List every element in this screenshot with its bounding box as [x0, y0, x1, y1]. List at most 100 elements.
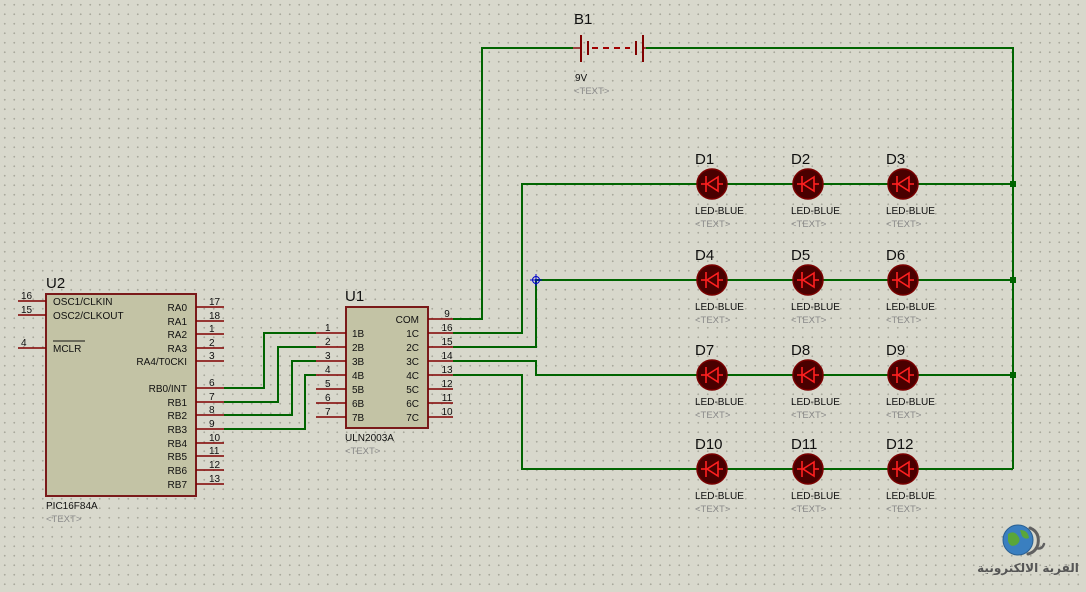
- u1-part: ULN2003A: [345, 433, 394, 444]
- led-body: [792, 453, 824, 485]
- u1-text: <TEXT>: [345, 446, 381, 457]
- u1-pin-label: 3C: [406, 357, 419, 368]
- junction-dot: [1010, 277, 1016, 283]
- led-body: [887, 168, 919, 200]
- led-body: [792, 168, 824, 200]
- u1-pin-label: 4C: [406, 371, 419, 382]
- u1-pin-label: 7B: [352, 413, 365, 424]
- wire-rb2-3b[interactable]: [224, 360, 316, 416]
- u1-pin-number: 14: [441, 351, 453, 362]
- led-text: <TEXT>: [886, 410, 922, 421]
- u1-pin-label: 5C: [406, 385, 419, 396]
- wire-battery-to-rail[interactable]: [646, 47, 1014, 469]
- chip-u2[interactable]: U2 PIC16F84A <TEXT> 16OSC1/CLKIN15OSC2/C…: [18, 275, 224, 525]
- led-text: <TEXT>: [791, 219, 827, 230]
- u2-pin-label: RB6: [168, 466, 188, 477]
- led-ref: D2: [791, 151, 810, 168]
- led-ref: D8: [791, 342, 810, 359]
- u1-pin-label: 2C: [406, 343, 419, 354]
- u2-pin-number: 6: [209, 378, 215, 389]
- u2-pin-label: RA2: [168, 330, 188, 341]
- led-body: [792, 359, 824, 391]
- u2-pin-number: 15: [21, 305, 33, 316]
- led-ref: D11: [791, 436, 817, 453]
- u1-pin-number: 11: [442, 393, 453, 404]
- wire-com-to-battery[interactable]: [453, 47, 573, 320]
- wire-row1[interactable]: [453, 183, 1013, 334]
- wire-row3[interactable]: [453, 360, 1013, 376]
- u2-right-pins: 17RA018RA11RA22RA33RA4/T0CKI6RB0/INT7RB1…: [136, 297, 224, 491]
- u2-pin-number: 13: [209, 474, 221, 485]
- led-part: LED-BLUE: [791, 302, 840, 313]
- led-text: <TEXT>: [886, 504, 922, 515]
- wire-rb1-2b[interactable]: [224, 346, 316, 403]
- led-body: [887, 453, 919, 485]
- chip-u1[interactable]: U1 ULN2003A <TEXT> 11B22B33B44B55B66B77B…: [316, 288, 453, 457]
- led-part: LED-BLUE: [695, 206, 744, 217]
- led-body: [696, 453, 728, 485]
- u2-pin-label: RA3: [168, 344, 188, 355]
- u1-pin-label: 3B: [352, 357, 365, 368]
- led-ref: D1: [695, 151, 714, 168]
- u1-pin-number: 4: [325, 365, 331, 376]
- u1-pin-label: 1C: [406, 329, 419, 340]
- u2-pin-number: 12: [209, 460, 221, 471]
- u1-pin-label: COM: [396, 315, 419, 326]
- led-part: LED-BLUE: [791, 491, 840, 502]
- u2-pin-label: RB0/INT: [149, 384, 187, 395]
- led-part: LED-BLUE: [886, 206, 935, 217]
- u1-pin-label: 4B: [352, 371, 365, 382]
- u1-pin-number: 2: [325, 337, 331, 348]
- u1-pin-number: 3: [325, 351, 331, 362]
- u2-text: <TEXT>: [46, 514, 82, 525]
- led-text: <TEXT>: [695, 504, 731, 515]
- u2-part: PIC16F84A: [46, 501, 98, 512]
- led-ref: D7: [695, 342, 714, 359]
- u1-pin-label: 7C: [406, 413, 419, 424]
- wire-row2[interactable]: [453, 279, 1013, 348]
- wire-row4[interactable]: [453, 374, 1013, 470]
- u2-pin-label: RA4/T0CKI: [136, 357, 187, 368]
- led-body: [696, 168, 728, 200]
- battery-text: <TEXT>: [574, 86, 610, 97]
- battery-b1[interactable]: B1 9V <TEXT>: [573, 11, 646, 97]
- u2-pin-number: 17: [209, 297, 221, 308]
- globe-logo-icon: [1002, 524, 1046, 556]
- u1-pin-label: 5B: [352, 385, 365, 396]
- led-ref: D10: [695, 436, 723, 453]
- led-text: <TEXT>: [886, 315, 922, 326]
- u1-ref: U1: [345, 288, 364, 305]
- led-ref: D12: [886, 436, 914, 453]
- junctions: [1010, 181, 1016, 378]
- wire-rb0-1b[interactable]: [224, 332, 316, 389]
- led-ref: D4: [695, 247, 714, 264]
- u1-pin-number: 12: [441, 379, 453, 390]
- u2-pin-label: RB3: [168, 425, 188, 436]
- u2-pin-label: RB7: [168, 480, 188, 491]
- u2-ref: U2: [46, 275, 65, 292]
- u2-pin-number: 3: [209, 351, 215, 362]
- u2-pin-number: 1: [209, 324, 215, 335]
- led-part: LED-BLUE: [695, 302, 744, 313]
- u1-pin-label: 2B: [352, 343, 365, 354]
- led-text: <TEXT>: [791, 504, 827, 515]
- led-ref: D3: [886, 151, 905, 168]
- led-body: [696, 264, 728, 296]
- wire-rb3-4b[interactable]: [224, 374, 316, 430]
- led-body: [792, 264, 824, 296]
- led-array: D1LED-BLUE<TEXT>D2LED-BLUE<TEXT>D3LED-BL…: [695, 151, 935, 515]
- wires: [224, 47, 1014, 470]
